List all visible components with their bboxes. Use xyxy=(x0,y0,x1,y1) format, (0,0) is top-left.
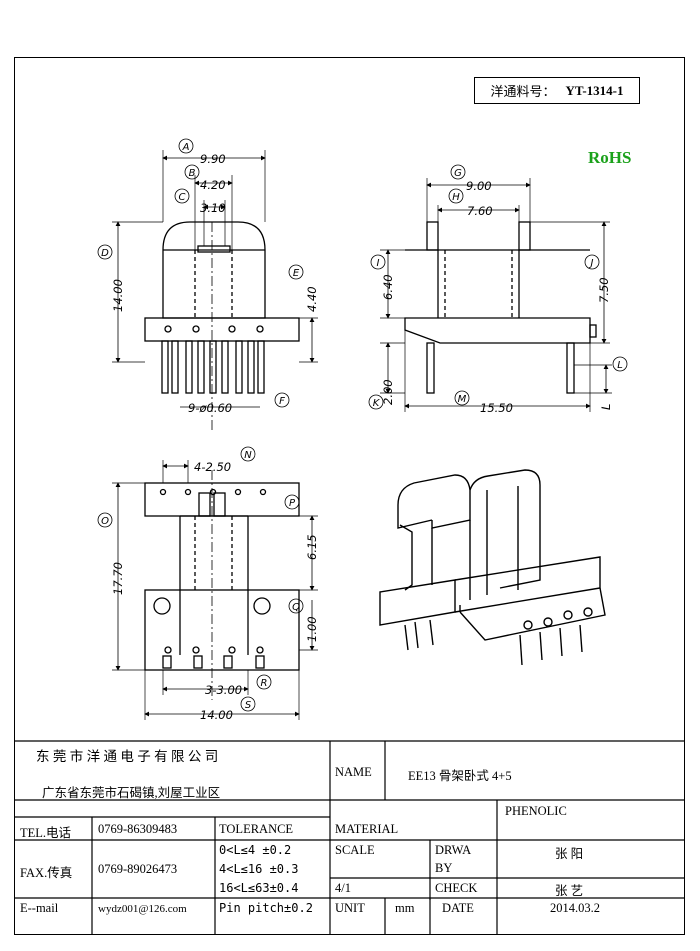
dim-N-value: 4-2.50 xyxy=(194,460,231,474)
email-label: E--mail xyxy=(20,901,59,915)
by-label: BY xyxy=(435,861,453,875)
dim-E-value: 4.40 xyxy=(305,286,319,312)
dim-L-value: L xyxy=(599,404,613,410)
fax-value: 0769-89026473 xyxy=(98,862,178,876)
unit-value: mm xyxy=(395,901,415,915)
tel-label: TEL.电话 xyxy=(20,826,72,840)
scale-value: 4/1 xyxy=(335,881,351,895)
dim-I-value: 6.40 xyxy=(381,274,395,300)
drawing-sheet-border xyxy=(14,57,685,935)
dim-H-value: 7.60 xyxy=(467,204,493,218)
company-name: 东 莞 市 洋 通 电 子 有 限 公 司 xyxy=(36,749,219,764)
dim-D-value: 14.00 xyxy=(111,279,125,312)
dim-I-letter: I xyxy=(377,258,380,269)
dim-O-value: 17.70 xyxy=(111,562,125,595)
tolerance-row-3: 16<L≤63±0.4 xyxy=(219,881,299,895)
dim-J-value: 7.50 xyxy=(597,277,611,303)
tel-value: 0769-86309483 xyxy=(98,822,178,836)
name-value: EE13 骨架卧式 4+5 xyxy=(408,769,512,783)
scale-label: SCALE xyxy=(335,843,375,857)
company-address: 广东省东莞市石碣镇,刘屋工业区 xyxy=(42,786,221,800)
tolerance-row-2: 4<L≤16 ±0.3 xyxy=(219,862,299,876)
material-label: MATERIAL xyxy=(335,822,399,836)
dim-B-letter: B xyxy=(189,168,196,179)
dim-G-letter: G xyxy=(454,168,462,179)
isometric-view xyxy=(379,469,606,666)
dim-H-letter: H xyxy=(452,192,460,203)
tolerance-label: TOLERANCE xyxy=(219,822,294,836)
tolerance-row-1: 0<L≤4 ±0.2 xyxy=(219,843,292,857)
dim-Q-value: 1.00 xyxy=(305,616,319,642)
bottom-view xyxy=(112,460,318,720)
dim-F-value: 9-ø0.60 xyxy=(188,401,232,415)
checked-by: 张 艺 xyxy=(555,884,584,898)
name-label: NAME xyxy=(335,765,372,779)
dim-B-value: 4.20 xyxy=(200,178,226,192)
dim-S-letter: S xyxy=(245,700,252,711)
dim-K-value: 2.00 xyxy=(381,379,395,405)
dim-K-letter: K xyxy=(373,398,381,409)
dim-C-value: 3.10 xyxy=(200,201,226,215)
front-view xyxy=(112,150,318,430)
dim-G-value: 9.00 xyxy=(466,179,492,193)
dim-N-letter: N xyxy=(244,450,252,461)
dim-M-value: 15.50 xyxy=(480,401,513,415)
material-value: PHENOLIC xyxy=(505,804,567,818)
part-number-label: 洋通料号： xyxy=(490,84,556,99)
dim-S-value: 14.00 xyxy=(200,708,233,722)
dim-P-letter: P xyxy=(289,498,296,509)
dim-M-letter: M xyxy=(458,394,467,405)
dim-J-letter: J xyxy=(589,258,594,269)
drawn-by: 张 阳 xyxy=(555,847,584,861)
dim-R-letter: R xyxy=(261,678,268,689)
dim-D-letter: D xyxy=(101,248,109,259)
side-view xyxy=(380,178,612,412)
dim-L-letter: L xyxy=(617,360,623,371)
dim-E-letter: E xyxy=(293,268,300,279)
dim-A-letter: A xyxy=(182,142,190,153)
unit-label: UNIT xyxy=(335,901,365,915)
tolerance-row-4: Pin pitch±0.2 xyxy=(219,901,313,915)
dim-O-letter: O xyxy=(101,516,109,527)
drwa-label: DRWA xyxy=(435,843,472,857)
date-label: DATE xyxy=(442,901,474,915)
title-block-grid xyxy=(14,740,685,935)
dim-R-value: 3-3.00 xyxy=(205,683,242,697)
dim-Q-letter: Q xyxy=(292,602,300,613)
check-label: CHECK xyxy=(435,881,478,895)
rohs-mark: RoHS xyxy=(588,148,632,167)
email-value: wydz001@126.com xyxy=(98,903,187,915)
dim-C-letter: C xyxy=(179,192,186,203)
date-value: 2014.03.2 xyxy=(550,901,600,915)
dim-A-value: 9.90 xyxy=(200,152,226,166)
dim-F-letter: F xyxy=(279,396,285,407)
fax-label: FAX.传真 xyxy=(20,866,73,880)
dim-P-value: 6.15 xyxy=(305,534,319,560)
part-number-box: 洋通料号： YT-1314-1 xyxy=(474,77,640,104)
part-number: YT-1314-1 xyxy=(565,82,624,98)
